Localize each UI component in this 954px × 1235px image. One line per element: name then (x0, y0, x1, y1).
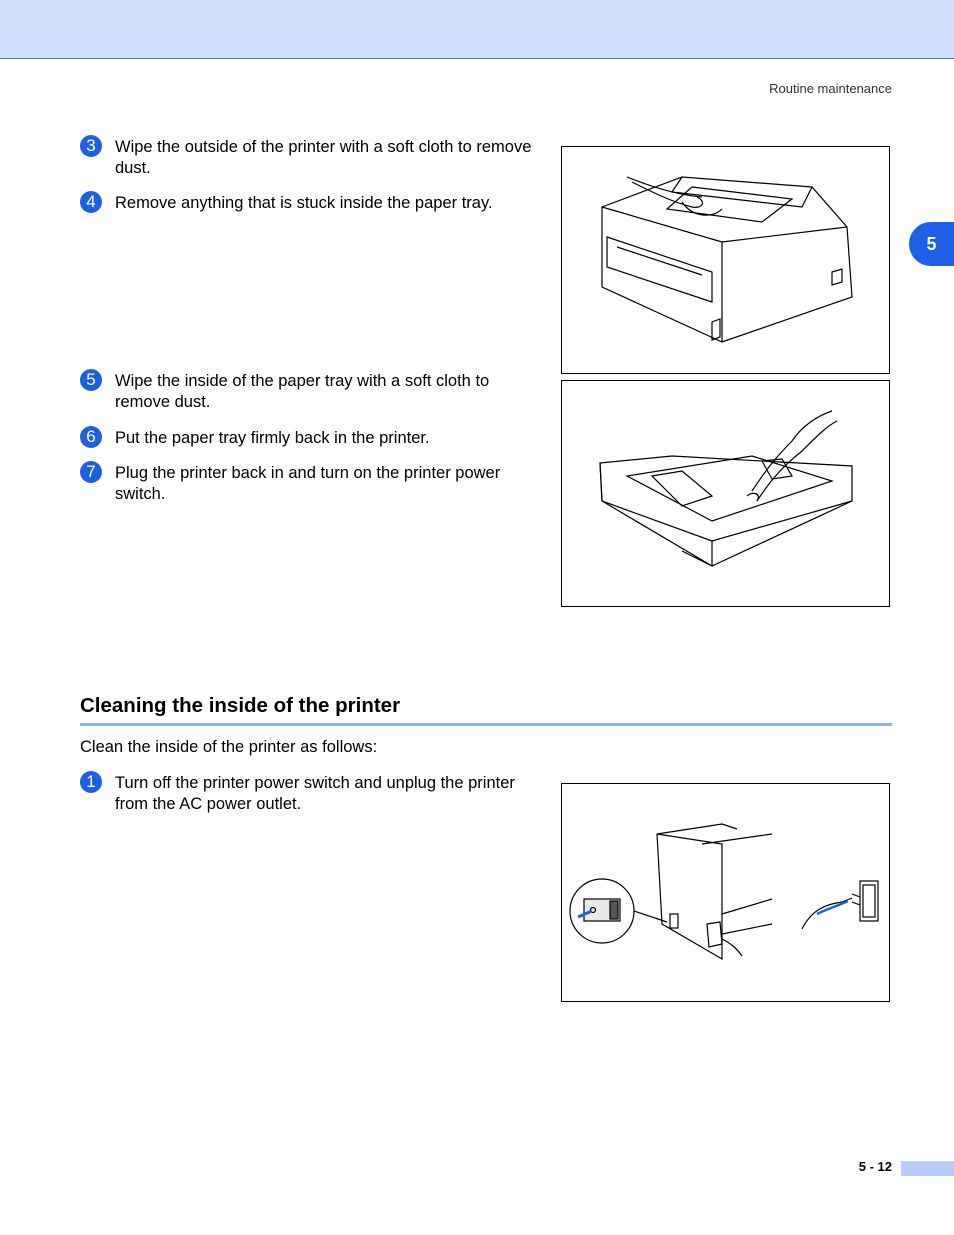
step-number-badge: 6 (80, 426, 102, 448)
step-text: Wipe the inside of the paper tray with a… (115, 372, 490, 411)
printer-exterior-illustration (601, 176, 853, 343)
page-number: 5 - 12 (858, 1159, 892, 1174)
step-7: 7 Plug the printer back in and turn on t… (80, 461, 540, 505)
step-text: Wipe the outside of the printer with a s… (115, 138, 532, 177)
step-number-badge: 3 (80, 135, 102, 157)
section-intro: Clean the inside of the printer as follo… (80, 738, 378, 756)
step-text: Put the paper tray firmly back in the pr… (115, 429, 430, 447)
step-5: 5 Wipe the inside of the paper tray with… (80, 369, 540, 413)
step-3: 3 Wipe the outside of the printer with a… (80, 135, 540, 179)
page-number-bar (901, 1161, 954, 1176)
step-1: 1 Turn off the printer power switch and … (80, 771, 540, 815)
step-4: 4 Remove anything that is stuck inside t… (80, 191, 540, 214)
section-title: Cleaning the inside of the printer (80, 694, 401, 717)
running-head: Routine maintenance (769, 81, 892, 96)
chapter-number: 5 (926, 233, 937, 254)
power-switch-illustration (569, 823, 879, 961)
paper-tray-illustration (599, 410, 853, 568)
header-band (0, 0, 954, 59)
step-6: 6 Put the paper tray firmly back in the … (80, 426, 540, 449)
section-divider (80, 723, 892, 726)
step-number-badge: 1 (80, 771, 102, 793)
figure-wipe-printer-exterior (561, 146, 890, 374)
step-number-badge: 5 (80, 369, 102, 391)
step-number-badge: 4 (80, 191, 102, 213)
chapter-tab: 5 (909, 222, 954, 266)
figure-wipe-paper-tray (561, 380, 890, 607)
step-number-badge: 7 (80, 461, 102, 483)
step-text: Turn off the printer power switch and un… (115, 774, 515, 813)
step-text: Remove anything that is stuck inside the… (115, 194, 493, 212)
figure-power-switch-unplug (561, 783, 890, 1002)
step-text: Plug the printer back in and turn on the… (115, 464, 501, 503)
